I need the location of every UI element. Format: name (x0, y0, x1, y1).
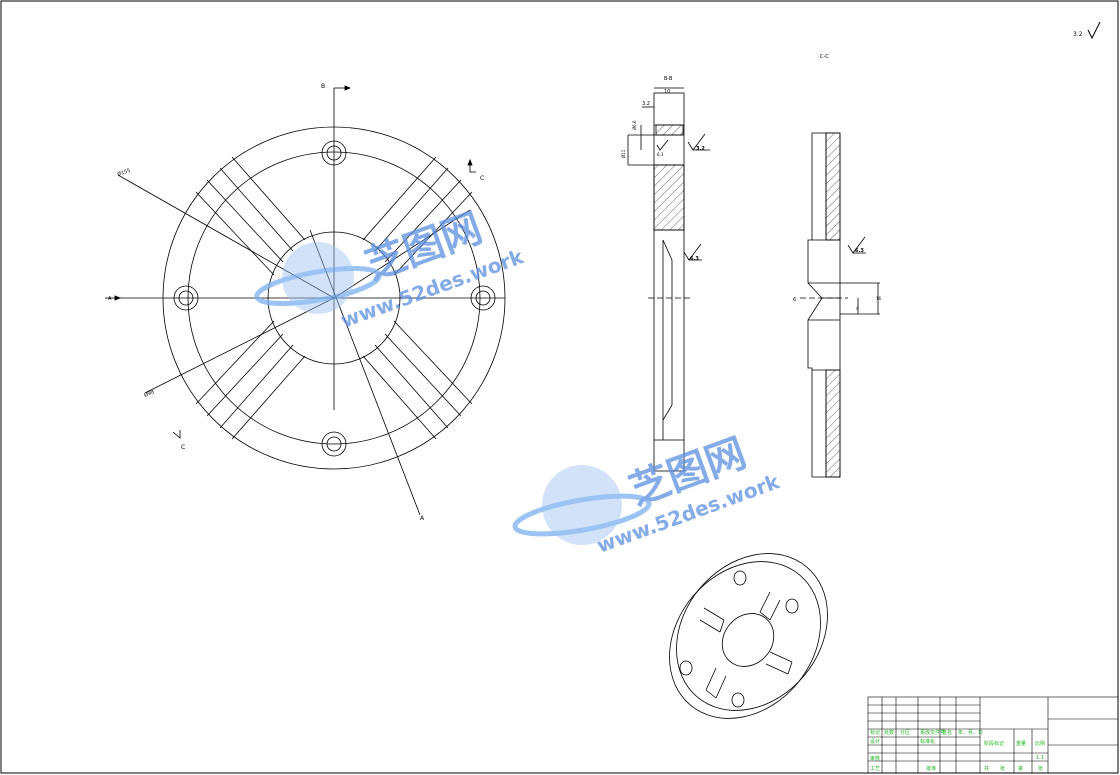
tb-design: 设计 (870, 738, 880, 745)
section-b-title: B-B (664, 76, 673, 82)
slot-lower-left (195, 320, 306, 440)
view-a-label-low: A (420, 515, 425, 522)
title-block (867, 696, 1119, 774)
tb-sheet-word2: 张 (1038, 765, 1043, 772)
tb-check: 审核 (870, 755, 880, 762)
watermark-globe-icon-2 (512, 465, 652, 545)
roughness-symbol-4 (847, 236, 866, 254)
slot-lower-right (362, 320, 473, 440)
roughness-default-text: 3.2 (1073, 31, 1083, 38)
tb-craft: 工艺 (870, 766, 880, 772)
section-c-hatch-bottom (825, 369, 841, 478)
roughness-1-text: 3.2 (696, 146, 705, 152)
roughness-symbol-3 (683, 243, 702, 261)
section-c-hatch-top (825, 132, 841, 241)
slot-upper-left (195, 156, 306, 276)
title-block-text: 标记 处数 分区 更改文件号 签名 年、月、日 设计 标准化 阶段标记 重量 比… (870, 729, 1045, 772)
watermark-globe-icon (254, 242, 382, 314)
iso-slot-right (765, 651, 793, 675)
dia-inner-label: Ø98 (143, 388, 155, 399)
slot-upper-right (362, 156, 473, 276)
tb-standard: 标准化 (920, 738, 935, 745)
tb-weight: 重量 (1016, 740, 1026, 747)
dim-hole-top: Ø6.6 (632, 120, 637, 130)
view-c-label-bottom: C (181, 444, 185, 451)
section-b-hatch-mid (653, 164, 685, 231)
dim-slot-depth: 6 (793, 297, 796, 303)
dim-slot-h1: 4 (856, 306, 859, 311)
dia-outer-label: Ø155 (116, 167, 131, 178)
tb-approve: 批准 (926, 765, 936, 772)
roughness-4-text: 6.3 (855, 248, 864, 254)
tb-zone: 分区 (900, 729, 910, 736)
isometric-view (669, 553, 828, 719)
tb-stage-mark: 阶段标记 (984, 740, 1004, 747)
iso-outer-back (676, 553, 828, 711)
radial-leader (333, 209, 471, 299)
tb-mark: 标记 (870, 729, 880, 736)
dim-top-width: 10 (664, 89, 670, 95)
roughness-symbol-2 (656, 139, 669, 151)
iso-slot-bottom (705, 667, 727, 699)
tb-scale: 比例 (1035, 740, 1045, 747)
section-cut-line (309, 229, 421, 516)
tb-sheet-total: 共 (984, 765, 989, 772)
roughness-symbol-1 (687, 133, 710, 151)
tb-scale-value: 1:1 (1036, 755, 1044, 761)
section-c-title: C-C (820, 54, 829, 60)
view-a-label: A (108, 296, 112, 302)
dim-hole-side: Ø11 (621, 149, 626, 158)
iso-slot-left (699, 607, 725, 633)
bolt-hole-bottom (321, 431, 347, 457)
view-b-label: B (321, 83, 325, 90)
watermark-2: 芝图网 www.52des.work (512, 430, 783, 558)
front-view (105, 85, 506, 516)
roughness-note-default: 3.2 (1073, 21, 1101, 40)
tb-change-doc: 更改文件号 (920, 729, 945, 736)
section-b-hatch-top (655, 124, 684, 136)
dia-inner-leader (144, 297, 335, 394)
section-b-view (627, 87, 710, 472)
iso-hub (721, 613, 775, 667)
tb-sheet-no: 第 (1018, 765, 1023, 772)
dim-step: 3.2 (642, 101, 650, 107)
watermark-1: 芝图网 www.52des.work (254, 205, 527, 333)
tb-count: 处数 (884, 729, 894, 736)
tb-signature: 签名 (942, 729, 952, 736)
tb-date: 年、月、日 (958, 729, 983, 736)
iso-outer-face (669, 561, 821, 719)
view-c-label-top: C (480, 175, 484, 182)
section-c-view (800, 132, 880, 478)
tb-sheet-word: 张 (1000, 765, 1005, 772)
dim-slot-h2: 16 (876, 296, 882, 301)
iso-slot-top (759, 591, 781, 621)
roughness-2-text: 6.3 (657, 152, 664, 157)
section-b-outline (653, 92, 685, 472)
view-c-arrow-bottom (172, 430, 181, 439)
roughness-3-text: 6.3 (690, 256, 699, 262)
